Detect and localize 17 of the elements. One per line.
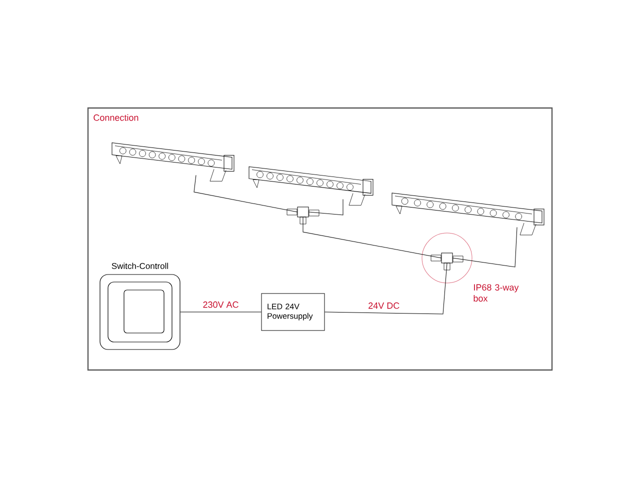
junction-box-drawing bbox=[286, 206, 320, 224]
light-bar-drawing bbox=[112, 142, 234, 182]
node-label: Switch-Controll bbox=[112, 262, 168, 269]
edge-label: 24V DC bbox=[367, 301, 401, 310]
edge-label: 230V AC bbox=[202, 300, 240, 309]
wire bbox=[452, 226, 518, 268]
wire bbox=[324, 263, 448, 314]
power-supply-box: LED 24V Powersupply bbox=[261, 293, 325, 331]
wire bbox=[194, 174, 298, 212]
light-bar-drawing bbox=[392, 192, 544, 236]
wire bbox=[302, 217, 442, 258]
switch-drawing: Switch-Controll bbox=[100, 262, 180, 350]
light-bar-drawing bbox=[248, 166, 374, 206]
wire bbox=[308, 198, 344, 216]
junction-box-drawing bbox=[430, 252, 464, 270]
title: Connection bbox=[94, 114, 138, 121]
box-label: IP68 3-way box bbox=[474, 284, 519, 302]
